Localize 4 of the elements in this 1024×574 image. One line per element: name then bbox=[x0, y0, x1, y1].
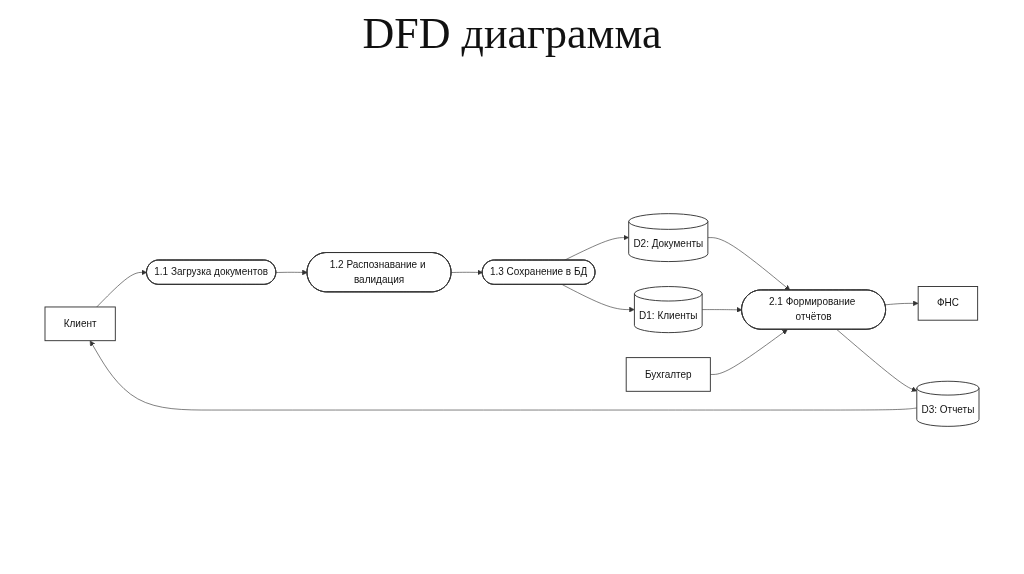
title: DFD диаграмма bbox=[361, 8, 663, 59]
node-box: Клиент bbox=[44, 306, 116, 342]
node-box: Бухгалтер bbox=[625, 357, 711, 392]
node-box: ФНС bbox=[917, 286, 979, 321]
